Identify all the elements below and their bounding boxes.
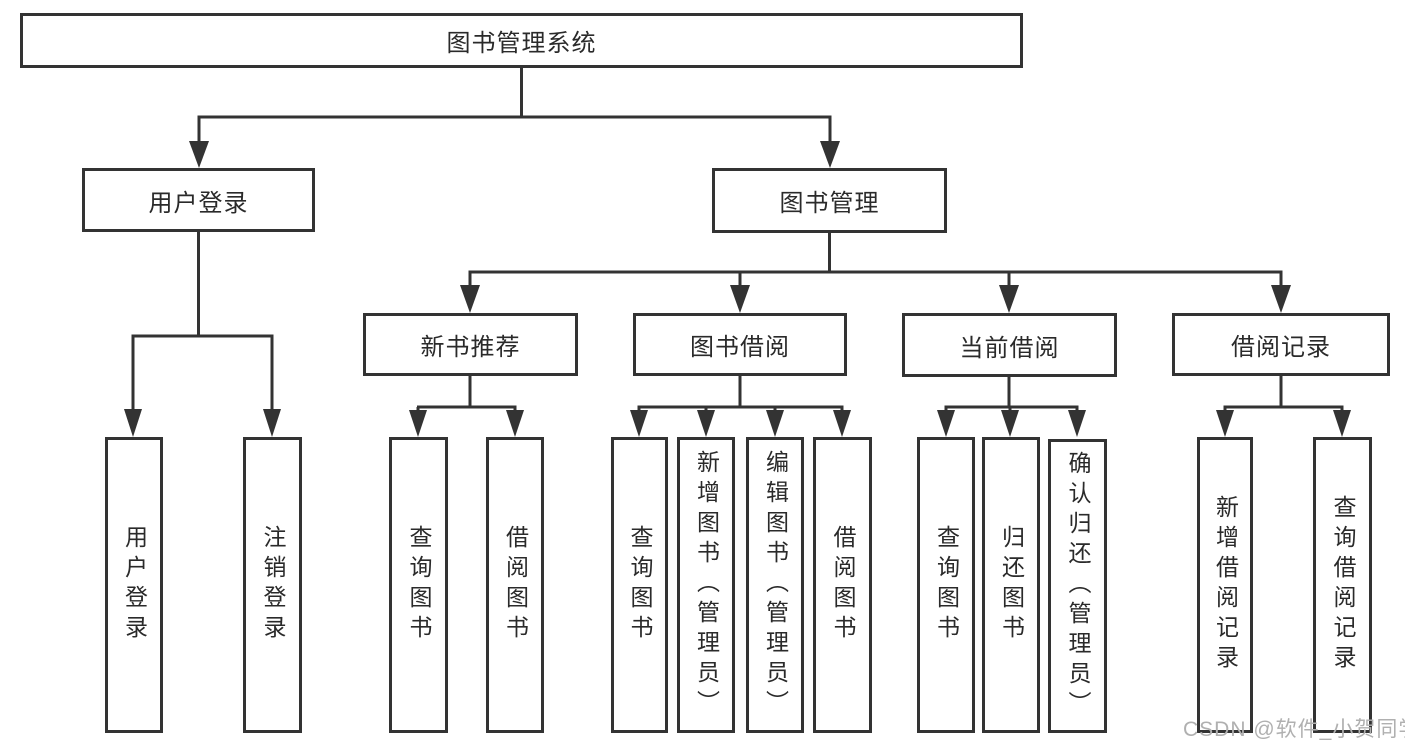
node-book-borrowing-label: 图书借阅 (690, 334, 790, 361)
leaf-confirm-return-admin: 确认归还（管理员） (1048, 439, 1107, 733)
leaf-borrow-books-recommend-label: 借阅图书 (502, 525, 529, 645)
node-current-borrowing-label: 当前借阅 (959, 334, 1060, 362)
leaf-edit-books-admin: 编辑图书（管理员） (746, 437, 804, 733)
leaf-query-books-current-label: 查询图书 (933, 525, 960, 645)
leaf-edit-books-admin-label: 编辑图书（管理员） (762, 450, 789, 720)
arrow-down-icon (1001, 410, 1019, 437)
arrow-down-icon (730, 285, 750, 313)
edge-user-login-to-leaves (131, 232, 274, 410)
leaf-return-books-label: 归还图书 (998, 525, 1025, 645)
arrow-down-icon (506, 410, 524, 437)
edge-borrowing-records-to-leaves (1223, 376, 1344, 411)
arrow-down-icon (697, 410, 715, 437)
leaf-query-borrow-record-label: 查询借阅记录 (1330, 495, 1356, 675)
leaf-confirm-return-admin-label: 确认归还（管理员） (1065, 451, 1091, 721)
arrow-down-icon (937, 410, 955, 437)
leaf-add-borrow-record-label: 新增借阅记录 (1212, 495, 1239, 675)
leaf-query-books-current: 查询图书 (917, 437, 975, 733)
node-book-management: 图书管理 (712, 168, 947, 233)
leaf-borrow-books-recommend: 借阅图书 (486, 437, 544, 733)
edge-current-borrowing-to-leaves (944, 376, 1079, 411)
node-book-borrowing: 图书借阅 (633, 313, 847, 376)
leaf-borrow-books-borrowing: 借阅图书 (813, 437, 872, 733)
arrow-down-icon (999, 285, 1019, 313)
edge-new-book-recommend-to-leaves (416, 376, 517, 411)
leaf-user-login: 用户登录 (105, 437, 163, 733)
leaf-query-books-borrowing-label: 查询图书 (627, 525, 653, 645)
arrow-down-icon (409, 410, 427, 437)
arrow-down-icon (820, 141, 840, 168)
arrow-down-icon (124, 409, 142, 437)
node-current-borrowing: 当前借阅 (902, 313, 1117, 377)
leaf-user-login-label: 用户登录 (121, 525, 148, 645)
arrow-down-icon (766, 410, 784, 437)
node-new-book-recommend-label: 新书推荐 (420, 334, 521, 361)
node-book-management-label: 图书管理 (779, 190, 880, 217)
node-borrowing-records-label: 借阅记录 (1231, 334, 1331, 361)
leaf-add-books-admin-label: 新增图书（管理员） (693, 450, 720, 720)
leaf-query-borrow-record: 查询借阅记录 (1313, 437, 1372, 733)
leaf-borrow-books-borrowing-label: 借阅图书 (830, 525, 856, 645)
watermark: CSDN @软件_小贺同学 (1183, 718, 1405, 741)
arrow-down-icon (630, 410, 648, 437)
leaf-query-books-recommend: 查询图书 (389, 437, 448, 733)
node-user-login-label: 用户登录 (148, 189, 249, 217)
node-user-login: 用户登录 (82, 168, 315, 232)
node-root-label: 图书管理系统 (446, 30, 597, 57)
arrow-down-icon (263, 409, 281, 437)
edge-book-borrowing-to-leaves (637, 376, 844, 411)
arrow-down-icon (1333, 410, 1351, 437)
leaf-add-borrow-record: 新增借阅记录 (1197, 437, 1253, 733)
node-new-book-recommend: 新书推荐 (363, 313, 578, 376)
leaf-logout-label: 注销登录 (260, 525, 286, 645)
node-root: 图书管理系统 (20, 13, 1023, 68)
edge-book-management-to-level2 (468, 233, 1283, 286)
arrow-down-icon (1271, 285, 1291, 313)
leaf-query-books-borrowing: 查询图书 (611, 437, 668, 733)
leaf-logout: 注销登录 (243, 437, 302, 733)
node-borrowing-records: 借阅记录 (1172, 313, 1390, 376)
arrow-down-icon (189, 141, 209, 168)
arrow-down-icon (1068, 410, 1086, 437)
arrow-down-icon (833, 410, 851, 437)
arrow-down-icon (460, 285, 480, 313)
leaf-query-books-recommend-label: 查询图书 (406, 525, 432, 645)
leaf-add-books-admin: 新增图书（管理员） (677, 437, 735, 733)
edge-root-to-level1 (197, 68, 832, 142)
arrow-down-icon (1216, 410, 1234, 437)
leaf-return-books: 归还图书 (982, 437, 1040, 733)
